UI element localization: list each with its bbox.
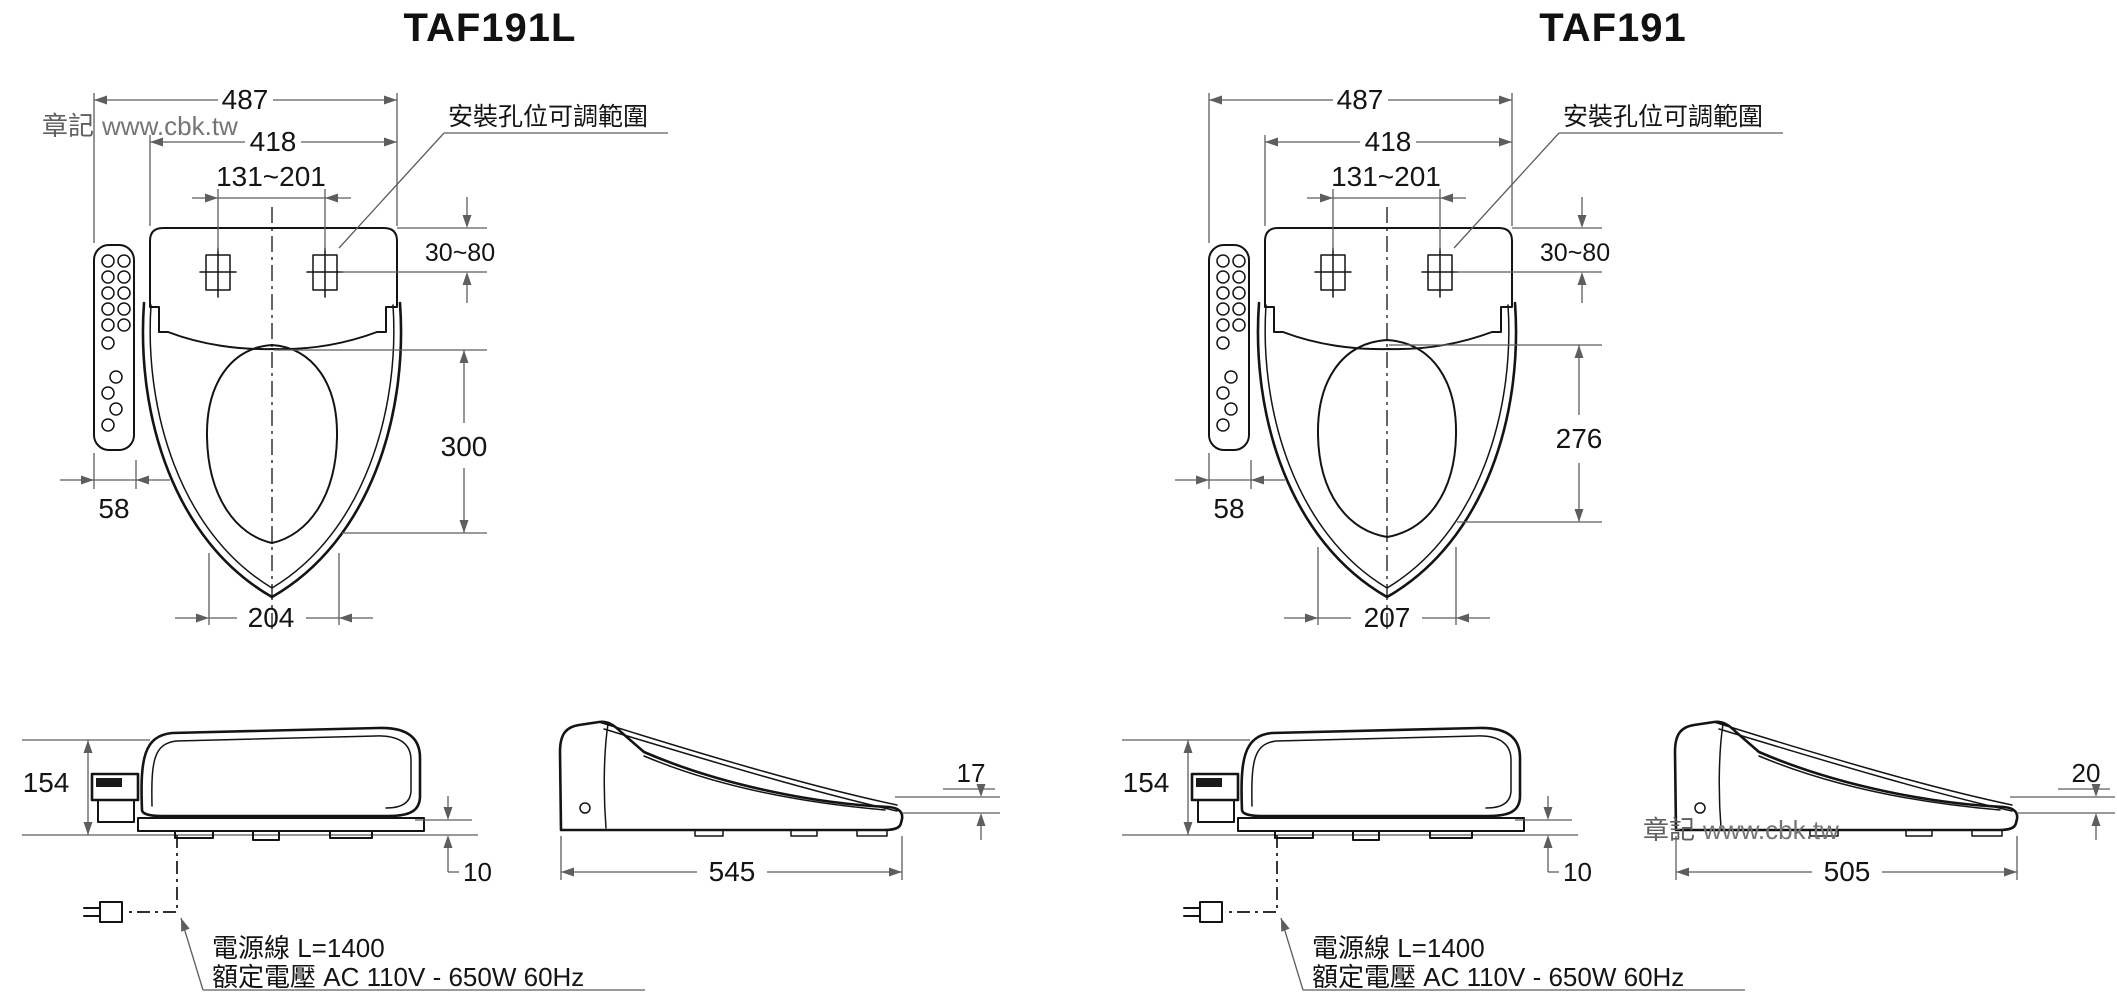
control-panel-buttons [101,254,131,432]
profile-art [558,720,904,837]
profile-view-left: 545 17 [558,720,1000,887]
dimension-lines [1175,93,1783,625]
rear-dimensions [1183,740,1745,991]
dim-hole-range: 131~201 [1331,161,1441,192]
power-note-line1: 電源線 L=1400 [212,933,385,963]
dim-opening-width: 204 [248,602,295,633]
watermark-stamp: 章記 [1643,815,1696,845]
dim-height: 154 [1123,767,1170,798]
rear-view-right: 154 10 電源線 L=1400 額定電壓 AC 110V - 650W 60… [1122,726,1745,992]
mounting-holes [199,247,344,298]
dim-plate-width: 418 [250,126,297,157]
dim-panel-width: 58 [1213,493,1244,524]
profile-view-right: 505 20 [1673,720,2115,887]
seat-top-art [1208,207,1518,633]
dim-opening-width: 207 [1364,602,1411,633]
mounting-holes [1314,247,1459,298]
power-note-line1: 電源線 L=1400 [1312,933,1485,963]
rear-art [1122,726,1578,923]
rear-view-left: 154 10 電源線 L=1400 額定電壓 AC 110V - 650W 60… [22,726,645,992]
dim-edge-thickness: 20 [2072,758,2101,788]
watermark-stamp: 章記 [42,111,95,141]
dim-overall-width: 487 [222,84,269,115]
model-title-right: TAF191 [1539,6,1687,50]
watermark-site: www.cbk.tw [1703,815,1839,845]
control-panel-buttons [1216,254,1246,432]
rear-dimensions [83,740,645,991]
dim-overall-width: 487 [1337,84,1384,115]
power-note-line2: 額定電壓 AC 110V - 650W 60Hz [1312,962,1684,992]
seat-top-art [93,207,403,633]
profile-dimensions [1675,784,2115,880]
power-note-line2: 額定電壓 AC 110V - 650W 60Hz [212,962,584,992]
watermark-site: www.cbk.tw [102,111,238,141]
profile-art [1673,720,2019,837]
top-view-left: 487 418 131~201 安裝孔位可調範圍 30~80 300 58 20… [60,84,668,633]
dim-edge-thickness: 17 [957,758,986,788]
dim-length: 505 [1824,856,1871,887]
dim-opening-length: 300 [441,431,488,462]
rear-art [22,726,478,923]
dim-base-gap: 10 [463,857,492,887]
dim-hole-range: 131~201 [216,161,326,192]
note-hole-adjust: 安裝孔位可調範圍 [448,103,648,131]
dim-opening-length: 276 [1556,423,1603,454]
note-hole-adjust: 安裝孔位可調範圍 [1563,103,1763,131]
top-view-right: 487 418 131~201 安裝孔位可調範圍 30~80 276 58 20… [1175,84,1783,633]
dimension-lines [60,93,668,625]
dim-hole-offset: 30~80 [1540,239,1610,267]
dim-panel-width: 58 [98,493,129,524]
dim-plate-width: 418 [1365,126,1412,157]
dim-hole-offset: 30~80 [425,239,495,267]
dim-height: 154 [23,767,70,798]
model-title-left: TAF191L [403,6,577,50]
profile-dimensions [560,784,1000,880]
dim-base-gap: 10 [1563,857,1592,887]
dim-length: 545 [709,856,756,887]
